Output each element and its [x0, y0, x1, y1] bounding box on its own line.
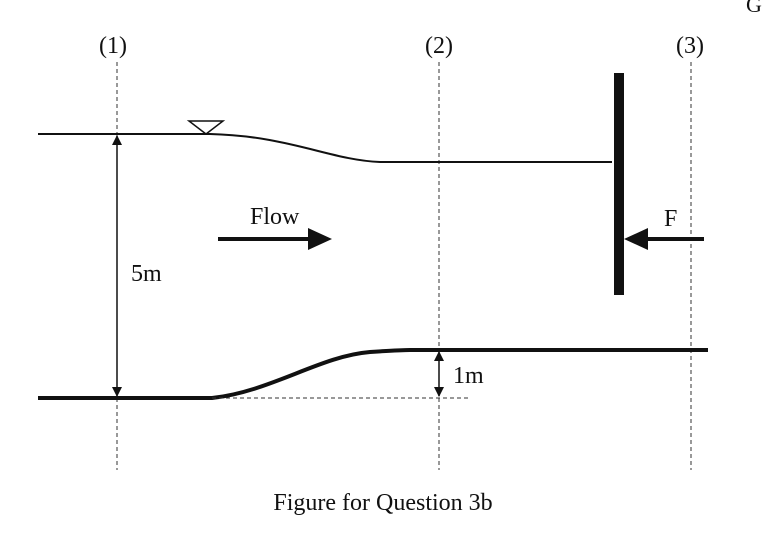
step-label: 1m	[453, 363, 484, 389]
corner-text-fragment: G	[746, 0, 762, 17]
flow-label: Flow	[250, 204, 300, 230]
depth-label: 5m	[131, 261, 162, 287]
sluice-gate	[614, 73, 624, 295]
figure-caption: Figure for Question 3b	[273, 490, 493, 516]
channel-bed	[38, 348, 708, 400]
water-surface-symbol	[186, 120, 226, 135]
force-arrow-head	[624, 228, 648, 250]
water-surface	[38, 133, 612, 163]
section-label-1: (1)	[99, 33, 127, 59]
section-label-3: (3)	[676, 33, 704, 59]
force-label: F	[664, 206, 677, 232]
flow-arrow-head	[308, 228, 332, 250]
section-label-2: (2)	[425, 33, 453, 59]
